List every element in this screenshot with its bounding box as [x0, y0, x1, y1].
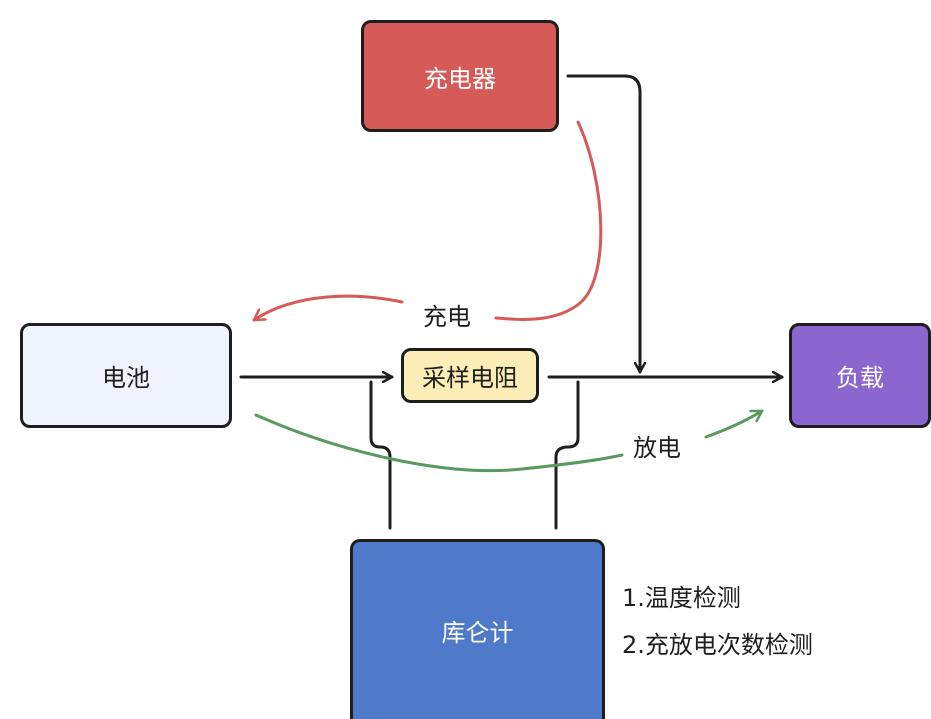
discharge-flow-arrow-head [704, 409, 764, 439]
connection-lines [239, 74, 784, 530]
coulomb-counter-label: 库仑计 [441, 619, 514, 647]
charge-flow-arrow-tail [252, 294, 404, 322]
discharge-flow-label: 放电 [633, 434, 681, 462]
load-label: 负载 [836, 364, 884, 392]
note-cycle-count-detection: 2.充放电次数检测 [622, 631, 813, 659]
charge-flow-label: 充电 [423, 303, 471, 331]
discharge-flow-arrow [254, 413, 624, 473]
wire-charger-to-line [566, 74, 640, 374]
charger-node: 充电器 [361, 20, 559, 132]
wire-tap-left [369, 380, 392, 530]
battery-label: 电池 [102, 364, 150, 392]
resistor-label: 采样电阻 [422, 364, 518, 392]
sampling-resistor-node: 采样电阻 [401, 348, 539, 403]
wire-tap-right [554, 380, 580, 530]
charger-label: 充电器 [424, 64, 496, 93]
battery-node: 电池 [20, 323, 232, 428]
charge-flow-arrow [494, 120, 603, 321]
note-temperature-detection: 1.温度检测 [622, 584, 741, 612]
load-node: 负载 [789, 323, 931, 428]
coulomb-counter-node: 库仑计 [350, 539, 605, 719]
